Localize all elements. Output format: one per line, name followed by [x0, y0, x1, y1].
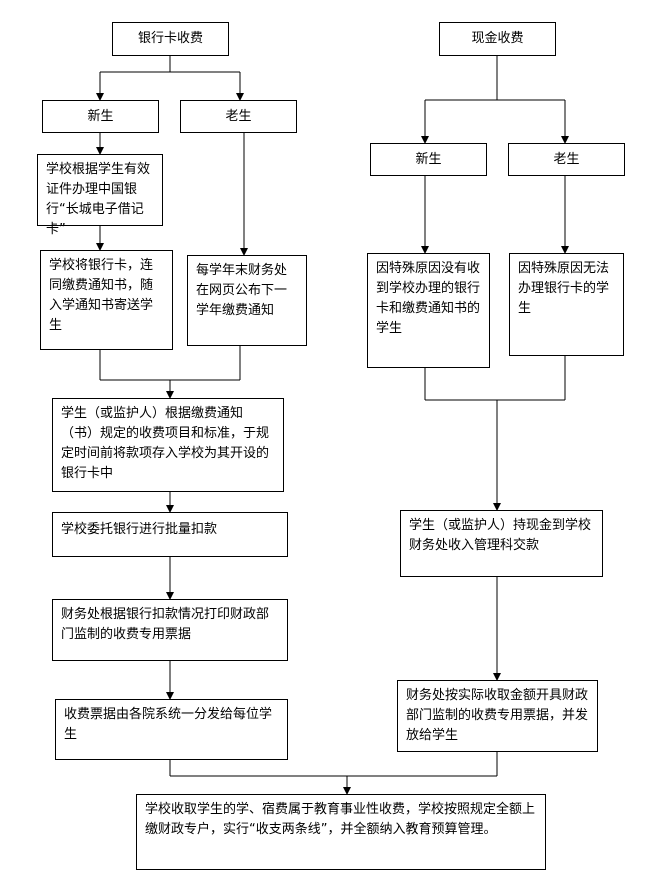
bank-new-student-box: 新生 [42, 100, 159, 133]
cash-pay-text: 学生（或监护人）持现金到学校财务处收入管理科交款 [409, 518, 592, 553]
cash-receipt-box: 财务处按实际收取金额开具财政部门监制的收费专用票据，并发放给学生 [397, 680, 598, 752]
cash-new-student-label: 新生 [415, 151, 442, 167]
bank-debit-box: 学校委托银行进行批量扣款 [52, 512, 288, 557]
bank-distribute-box: 收费票据由各院系统一分发给每位学生 [55, 699, 288, 760]
cash-pay-box: 学生（或监护人）持现金到学校财务处收入管理科交款 [400, 510, 603, 577]
bank-new-step2-box: 学校将银行卡，连同缴费通知书，随入学通知书寄送学生 [40, 250, 173, 350]
bank-new-step1-text: 学校根据学生有效证件办理中国银行“长城电子借记卡” [46, 162, 151, 237]
bank-card-fee-box: 银行卡收费 [112, 22, 229, 56]
cash-fee-box: 现金收费 [439, 22, 556, 56]
final-summary-box: 学校收取学生的学、宿费属于教育事业性收费，学校按照规定全额上缴财政专户，实行“收… [136, 794, 546, 870]
final-summary-text: 学校收取学生的学、宿费属于教育事业性收费，学校按照规定全额上缴财政专户，实行“收… [145, 802, 536, 837]
bank-old-step1-box: 每学年末财务处在网页公布下一学年缴费通知 [187, 255, 307, 346]
bank-card-fee-label: 银行卡收费 [137, 31, 203, 46]
cash-old-reason-box: 因特殊原因无法办理银行卡的学生 [509, 253, 624, 356]
bank-deposit-box: 学生（或监护人）根据缴费通知（书）规定的收费项目和标准，于规定时间前将款项存入学… [52, 398, 284, 492]
bank-new-step1-box: 学校根据学生有效证件办理中国银行“长城电子借记卡” [37, 154, 163, 237]
bank-new-step2-text: 学校将银行卡，连同缴费通知书，随入学通知书寄送学生 [49, 258, 154, 333]
cash-old-student-box: 老生 [508, 143, 625, 176]
cash-new-student-box: 新生 [370, 143, 487, 176]
bank-deposit-text: 学生（或监护人）根据缴费通知（书）规定的收费项目和标准，于规定时间前将款项存入学… [61, 406, 270, 481]
cash-new-reason-text: 因特殊原因没有收到学校办理的银行卡和缴费通知书的学生 [376, 261, 481, 336]
bank-print-receipt-text: 财务处根据银行扣款情况打印财政部门监制的收费专用票据 [61, 607, 270, 642]
cash-fee-label: 现金收费 [471, 31, 524, 46]
bank-debit-text: 学校委托银行进行批量扣款 [61, 522, 218, 537]
cash-new-reason-box: 因特殊原因没有收到学校办理的银行卡和缴费通知书的学生 [367, 253, 490, 368]
bank-old-step1-text: 每学年末财务处在网页公布下一学年缴费通知 [196, 263, 288, 318]
cash-old-student-label: 老生 [553, 151, 580, 167]
bank-distribute-text: 收费票据由各院系统一分发给每位学生 [64, 707, 273, 742]
bank-print-receipt-box: 财务处根据银行扣款情况打印财政部门监制的收费专用票据 [52, 599, 288, 661]
cash-receipt-text: 财务处按实际收取金额开具财政部门监制的收费专用票据，并发放给学生 [406, 688, 589, 743]
bank-new-student-label: 新生 [87, 108, 114, 124]
bank-old-student-label: 老生 [225, 108, 252, 124]
bank-old-student-box: 老生 [180, 100, 297, 133]
cash-old-reason-text: 因特殊原因无法办理银行卡的学生 [518, 261, 610, 316]
